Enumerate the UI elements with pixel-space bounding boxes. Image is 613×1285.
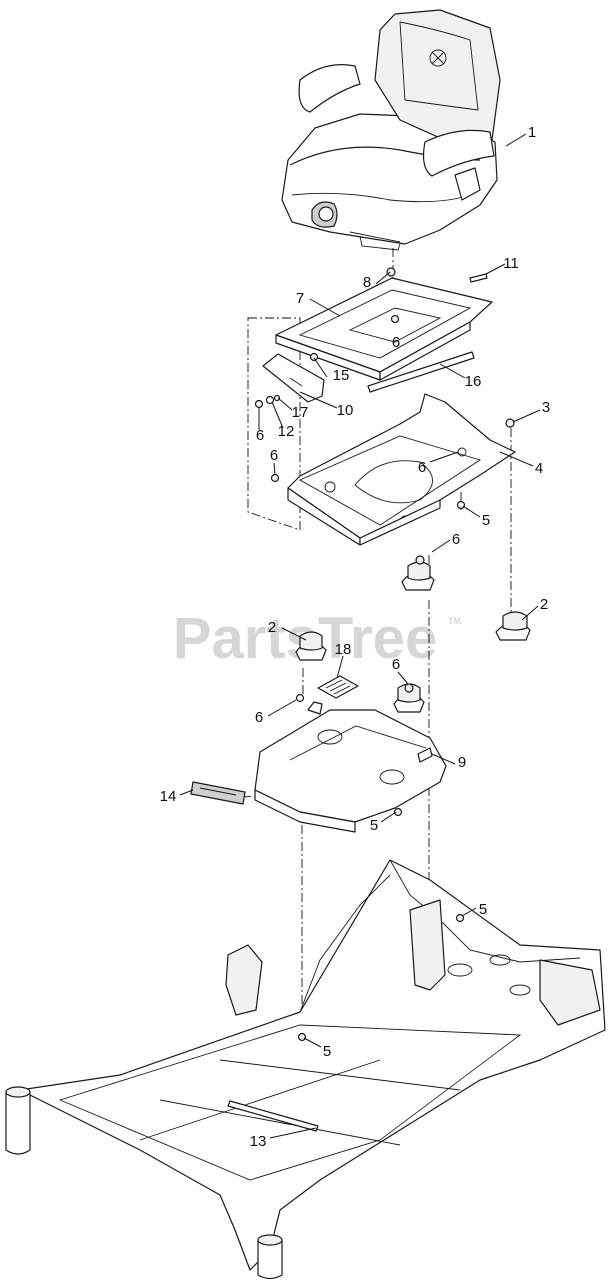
callout-label: 9	[458, 754, 466, 771]
seat-support-pan	[254, 693, 447, 833]
callout-label: 2	[540, 596, 548, 613]
callout-label: 14	[160, 788, 177, 805]
callout-label: 6	[418, 459, 426, 476]
hardware-upper	[254, 267, 515, 510]
leader-lines	[179, 133, 541, 1139]
callout-label: 7	[296, 290, 304, 307]
callout-label: 6	[270, 447, 278, 464]
callout-label: 1	[528, 124, 536, 141]
callout-label: 12	[278, 423, 295, 440]
isolator-mount-center	[393, 683, 425, 713]
callout-label: 11	[503, 255, 519, 272]
slide-rod	[367, 351, 475, 393]
callout-label: 6	[452, 531, 460, 548]
callout-label: 5	[323, 1043, 331, 1060]
seat-assembly	[281, 9, 501, 251]
callout-label: 5	[479, 901, 487, 918]
callout-label: 6	[392, 334, 400, 351]
watermark-trademark: TM	[448, 616, 461, 626]
callout-label: 13	[250, 1133, 267, 1150]
isolator-mount-right	[495, 611, 531, 641]
callout-label: 5	[482, 512, 490, 529]
callout-label: 5	[370, 817, 378, 834]
callout-label: 4	[535, 460, 543, 477]
callout-label: 6	[255, 709, 263, 726]
decal	[317, 675, 359, 699]
isolator-mount-rear	[401, 555, 435, 591]
callout-label: 18	[335, 641, 352, 658]
callout-label: 3	[542, 399, 550, 416]
callout-label: 17	[292, 404, 309, 421]
callout-label: 10	[337, 402, 354, 419]
seat-plate	[275, 277, 493, 381]
isolator-mount-left	[295, 631, 327, 661]
main-frame	[5, 859, 606, 1280]
callout-label: 6	[256, 427, 264, 444]
callout-label: 8	[363, 274, 371, 291]
callout-label: 6	[392, 656, 400, 673]
nameplate	[190, 781, 246, 805]
seat-base-frame	[287, 393, 516, 546]
callout-label: 15	[333, 367, 350, 384]
callout-label: 2	[268, 619, 276, 636]
switch-bracket	[262, 353, 325, 403]
callout-label: 16	[465, 373, 482, 390]
